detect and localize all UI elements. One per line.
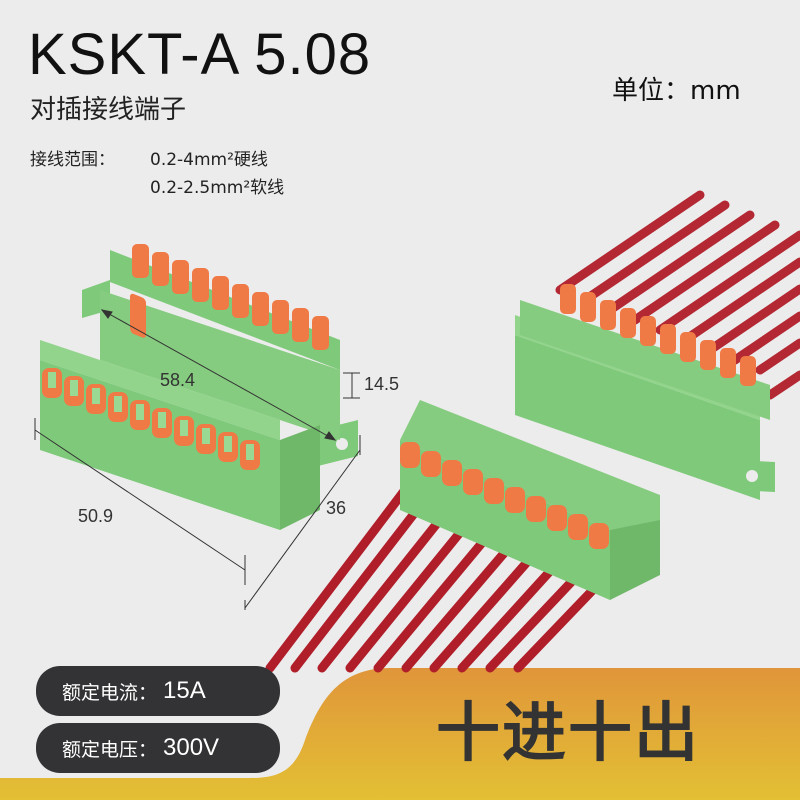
spec-value: 15A [163, 677, 206, 704]
dimension-depth-label: 36 [326, 498, 347, 518]
product-subtitle: 对插接线端子 [30, 95, 187, 125]
spec-rated-current: 额定电流： 15A [36, 666, 280, 716]
dimension-height-label: 14.5 [364, 374, 400, 394]
spec-value: 300V [163, 734, 220, 761]
wires-upper [555, 190, 800, 400]
product-title: KSKT-A 5.08 [28, 22, 372, 87]
banner-background [0, 668, 800, 800]
spec-label: 额定电压： [62, 738, 158, 761]
spec-label: 额定电流： [62, 681, 158, 704]
unit-label: 单位：mm [612, 76, 741, 106]
left-connector [40, 244, 358, 530]
wiring-range-stranded: 0.2-2.5mm²软线 [150, 178, 285, 198]
banner-text: 十进十出 [436, 697, 700, 771]
dimension-lines [34, 309, 361, 610]
spec-rated-voltage: 额定电压： 300V [36, 723, 280, 773]
dimension-length-label: 58.4 [160, 370, 196, 390]
right-connector-plug [400, 400, 660, 600]
dimension-width-label: 50.9 [78, 506, 114, 526]
right-connector-header [515, 284, 775, 500]
wiring-range-label: 接线范围： [30, 150, 115, 170]
wiring-range-solid: 0.2-4mm²硬线 [150, 150, 268, 170]
